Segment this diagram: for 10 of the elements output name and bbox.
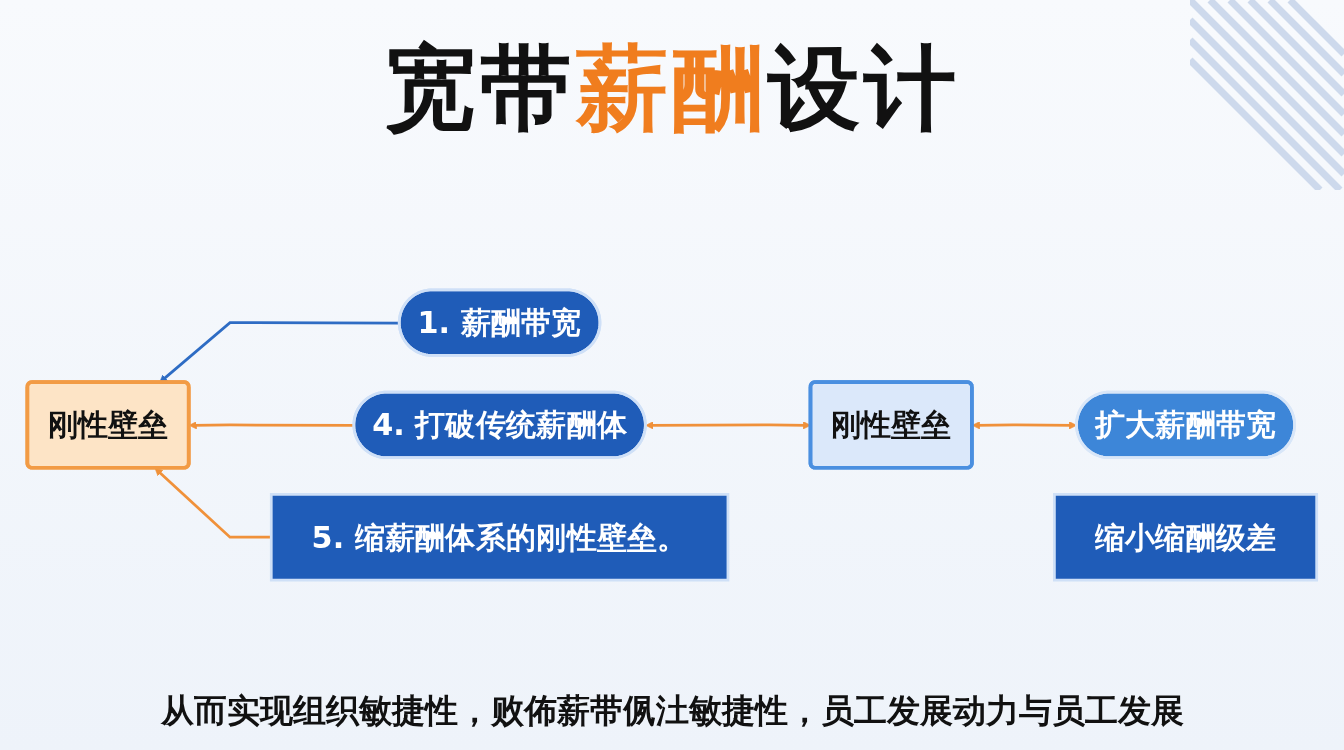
process-bar: 5. 缩薪酬体系的刚性壁垒。 [269,493,730,582]
rounded-box: 刚性壁垒 [25,380,191,470]
rounded-box: 刚性壁垒 [808,380,974,470]
process-bar: 缩小缩酬级差 [1053,493,1319,582]
process-pill: 4. 打破传统薪酬体 [352,390,647,460]
arrow [154,467,272,539]
title: 宽带薪酬设计 [384,36,960,142]
arrow [159,321,400,383]
process-pill: 1. 薪酬带宽 [397,288,602,357]
note-text: 从而实现组织敏捷性，败佈薪带㑉汢敏捷性，员工发展动力与员工发展 [160,690,1184,732]
